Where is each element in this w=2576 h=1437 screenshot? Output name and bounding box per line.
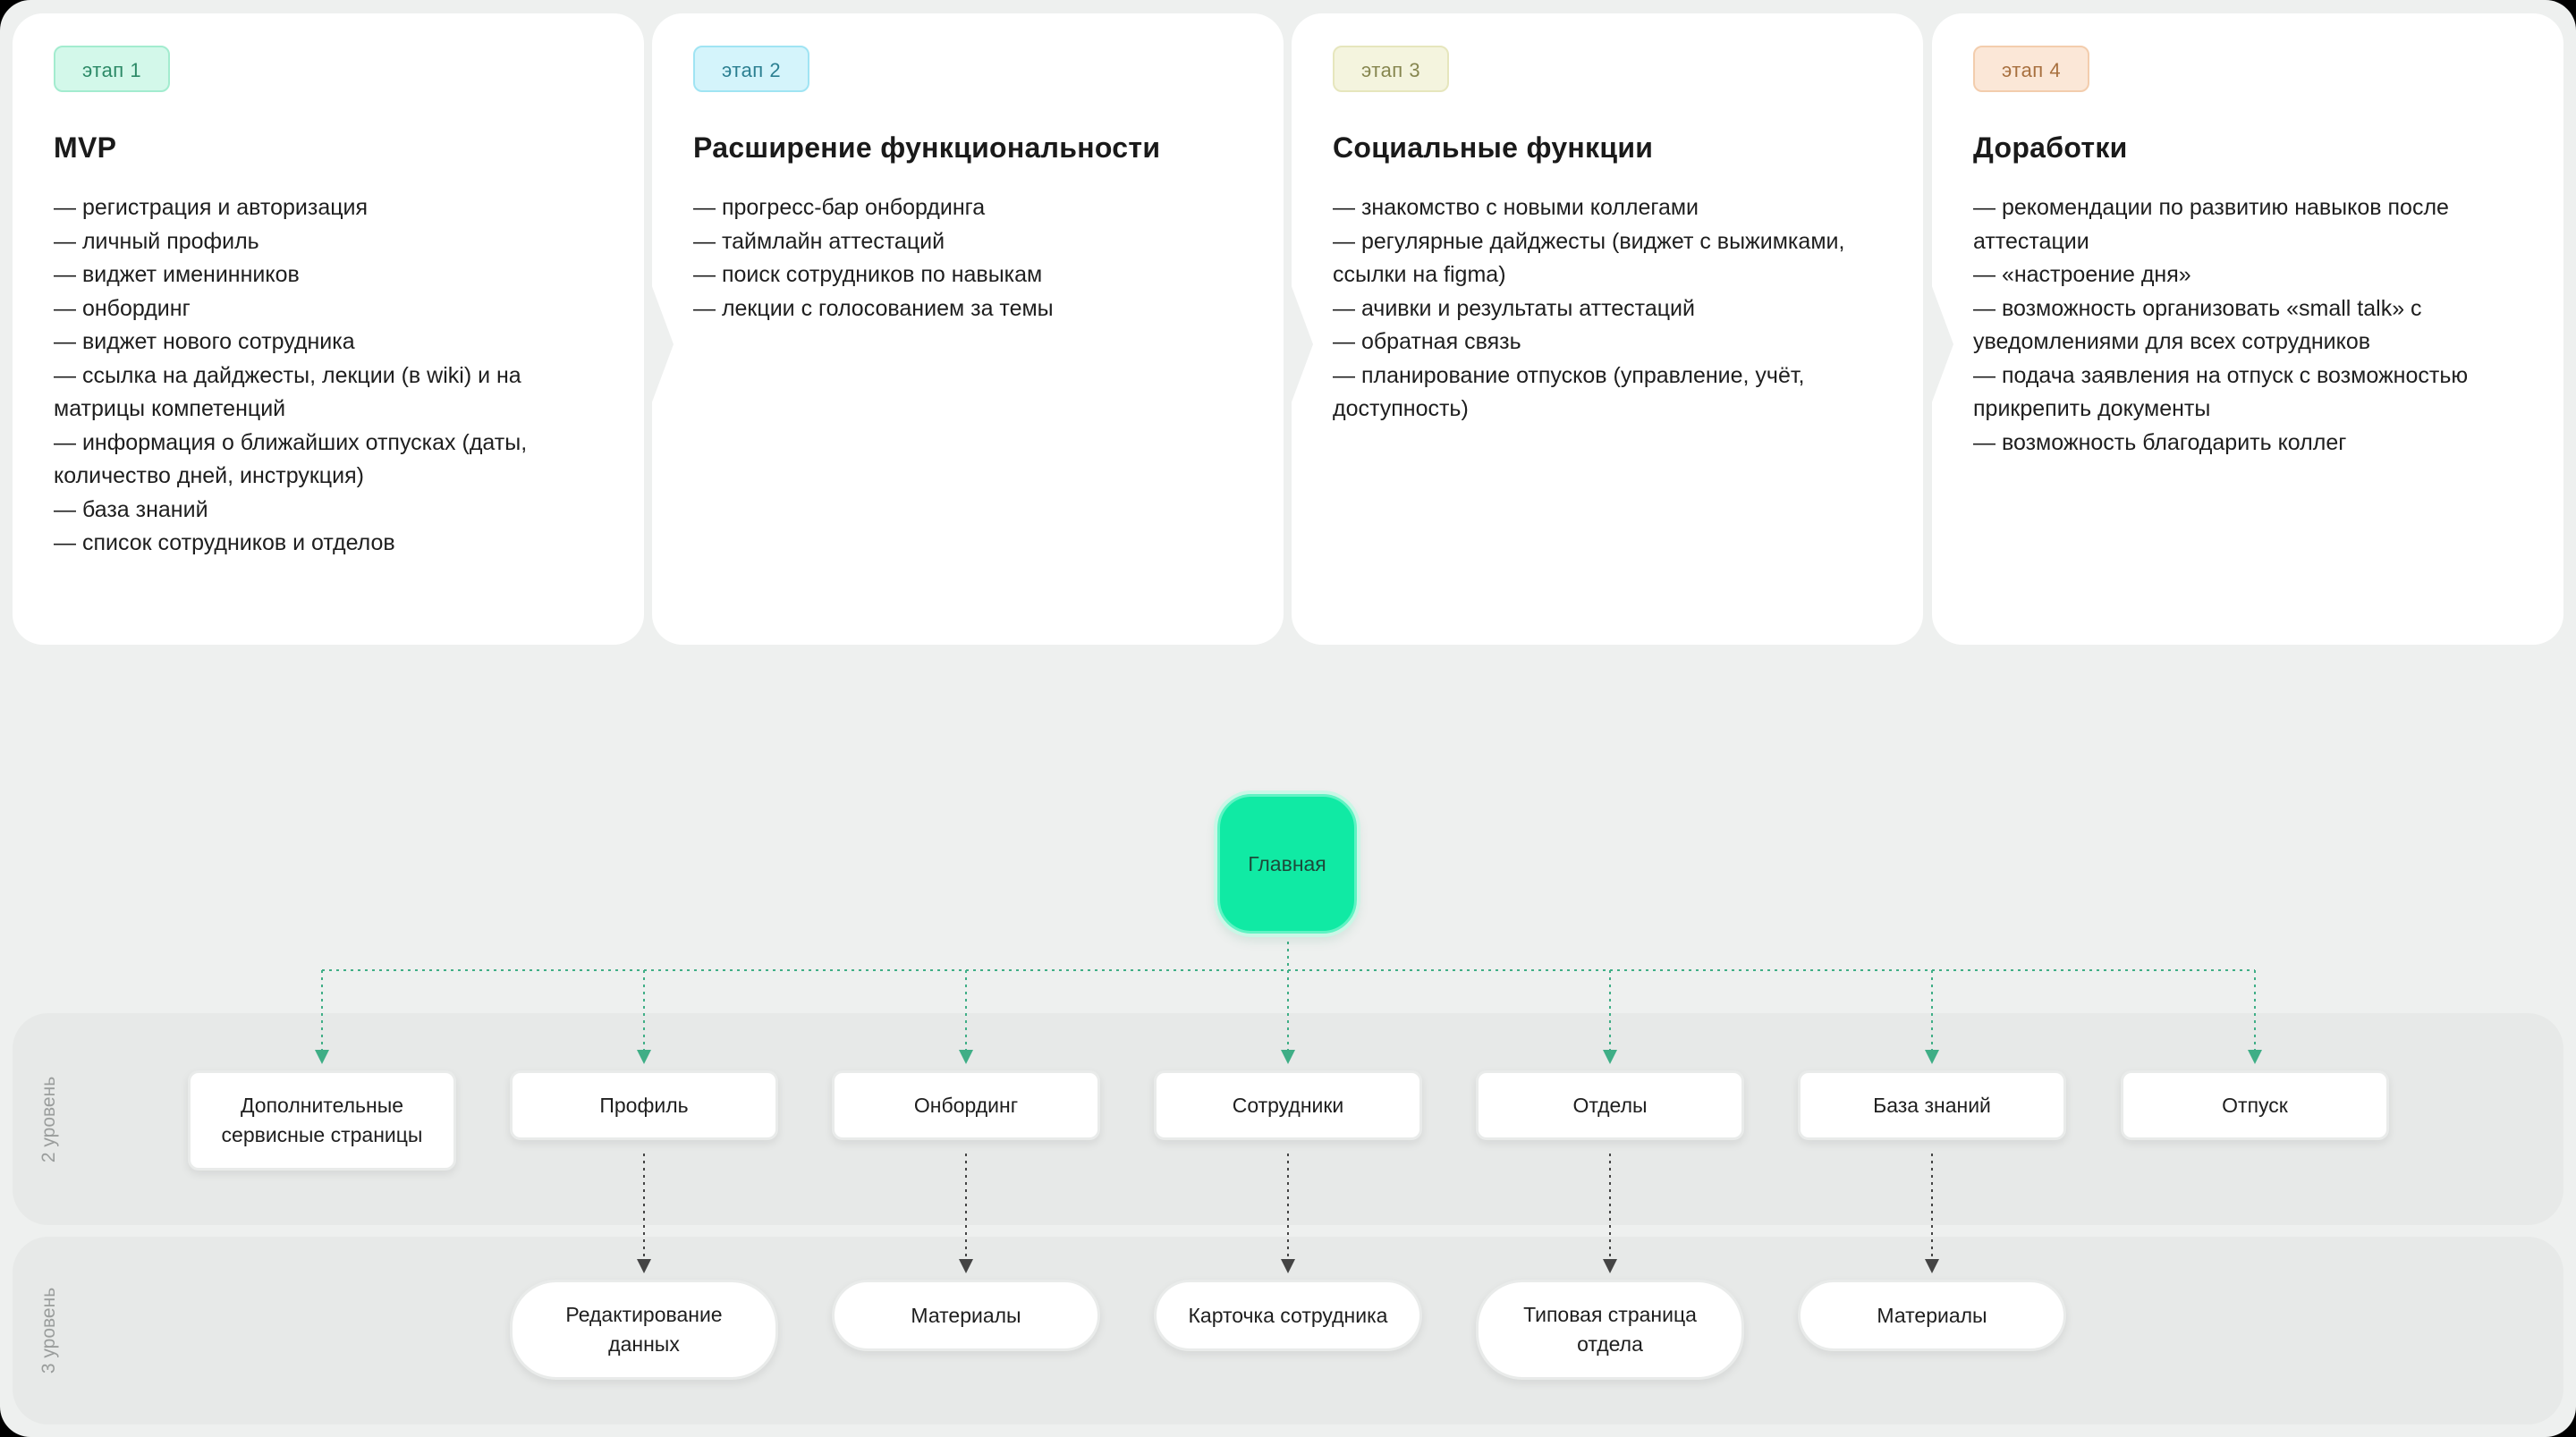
feature-item: — виджет именинников — [54, 262, 300, 287]
arrow-notch — [1290, 282, 1313, 407]
node-knowledge-base[interactable]: База знаний — [1798, 1070, 2066, 1140]
stage-title: Социальные функции — [1333, 131, 1654, 164]
stage-card-4: этап 4 Доработки — рекомендации по разви… — [1930, 13, 2563, 645]
feature-item: — поиск сотрудников по навыкам — [693, 262, 1043, 287]
node-label: База знаний — [1873, 1093, 1991, 1117]
feature-item: — обратная связь — [1333, 329, 1521, 354]
feature-item: — рекомендации по развитию навыков после — [1973, 195, 2449, 220]
arrow-notch — [1930, 282, 1953, 407]
feature-item: — прогресс-бар онбординга — [693, 195, 986, 220]
stage-badge: этап 3 — [1333, 46, 1450, 92]
stage-badge: этап 4 — [1973, 46, 2090, 92]
node-onboarding-materials[interactable]: Материалы — [832, 1280, 1100, 1351]
stage-badge: этап 1 — [54, 46, 171, 92]
feature-item: — онбординг — [54, 295, 191, 321]
node-additional-service-pages[interactable]: Дополнительные сервисные страницы — [188, 1070, 456, 1171]
root-node-home[interactable]: Главная — [1217, 794, 1357, 934]
node-label: Профиль — [599, 1093, 689, 1117]
stage-feature-list: — прогресс-бар онбординга — таймлайн атт… — [693, 191, 1248, 325]
node-label: Карточка сотрудника — [1188, 1303, 1388, 1327]
node-label: Дополнительные сервисные страницы — [221, 1094, 423, 1146]
feature-item: — виджет нового сотрудника — [54, 329, 355, 354]
feature-item: — таймлайн аттестаций — [693, 228, 945, 254]
level-3-label: 3 уровень — [38, 1287, 59, 1374]
feature-item: — планирование отпусков (управление, учё… — [1333, 362, 1805, 388]
node-knowledge-materials[interactable]: Материалы — [1798, 1280, 2066, 1351]
feature-item: прикрепить документы — [1973, 396, 2211, 421]
stage-feature-list: — рекомендации по развитию навыков после… — [1973, 191, 2528, 460]
node-departments[interactable]: Отделы — [1476, 1070, 1744, 1140]
feature-item: — база знаний — [54, 496, 208, 522]
feature-item: — подача заявления на отпуск с возможнос… — [1973, 362, 2469, 388]
stages-row: этап 1 MVP — регистрация и авторизация —… — [13, 13, 2563, 645]
stage-feature-list: — знакомство с новыми коллегами — регуля… — [1333, 191, 1887, 427]
node-label: Типовая страница отдела — [1523, 1303, 1697, 1356]
feature-item: — регистрация и авторизация — [54, 195, 369, 220]
feature-item: — список сотрудников и отделов — [54, 530, 395, 555]
node-onboarding[interactable]: Онбординг — [832, 1070, 1100, 1140]
stage-title: Доработки — [1973, 131, 2128, 164]
feature-item: — «настроение дня» — [1973, 262, 2191, 287]
feature-item: — ссылка на дайджесты, лекции (в wiki) и… — [54, 362, 521, 388]
stage-card-1: этап 1 MVP — регистрация и авторизация —… — [13, 13, 644, 645]
level-2-label: 2 уровень — [38, 1076, 59, 1163]
feature-item: — информация о ближайших отпусках (даты, — [54, 429, 528, 455]
node-label: Отпуск — [2222, 1093, 2288, 1117]
stage-feature-list: — регистрация и авторизация — личный про… — [54, 191, 608, 561]
node-edit-data[interactable]: Редактирование данных — [510, 1280, 778, 1380]
feature-item: уведомлениями для всех сотрудников — [1973, 329, 2371, 354]
feature-item: ссылки на figma) — [1333, 262, 1506, 287]
feature-item: — личный профиль — [54, 228, 259, 254]
feature-item: — ачивки и результаты аттестаций — [1333, 295, 1695, 321]
node-profile[interactable]: Профиль — [510, 1070, 778, 1140]
feature-item: матрицы компетенций — [54, 396, 286, 421]
node-label: Отделы — [1572, 1093, 1648, 1117]
node-label: Сотрудники — [1232, 1093, 1344, 1117]
node-label: Материалы — [1877, 1303, 1987, 1327]
node-label: Онбординг — [913, 1093, 1019, 1117]
stage-title: MVP — [54, 131, 117, 164]
feature-item: доступность) — [1333, 396, 1469, 421]
stage-badge: этап 2 — [693, 46, 810, 92]
stage-card-2: этап 2 Расширение функциональности — про… — [650, 13, 1284, 645]
feature-item: — знакомство с новыми коллегами — [1333, 195, 1699, 220]
feature-item: — лекции с голосованием за темы — [693, 295, 1054, 321]
feature-item: количество дней, инструкция) — [54, 463, 364, 488]
feature-item: — возможность организовать «small talk» … — [1973, 295, 2422, 321]
node-employee-card[interactable]: Карточка сотрудника — [1154, 1280, 1422, 1351]
node-department-page[interactable]: Типовая страница отдела — [1476, 1280, 1744, 1380]
feature-item: аттестации — [1973, 228, 2089, 254]
feature-item: — регулярные дайджесты (виджет с выжимка… — [1333, 228, 1845, 254]
node-vacation[interactable]: Отпуск — [2121, 1070, 2389, 1140]
arrow-notch — [650, 282, 674, 407]
node-employees[interactable]: Сотрудники — [1154, 1070, 1422, 1140]
node-label: Редактирование данных — [565, 1303, 723, 1356]
stage-card-3: этап 3 Социальные функции — знакомство с… — [1290, 13, 1923, 645]
stage-title: Расширение функциональности — [693, 131, 1161, 164]
node-label: Материалы — [911, 1303, 1021, 1327]
feature-item: — возможность благодарить коллег — [1973, 429, 2347, 455]
